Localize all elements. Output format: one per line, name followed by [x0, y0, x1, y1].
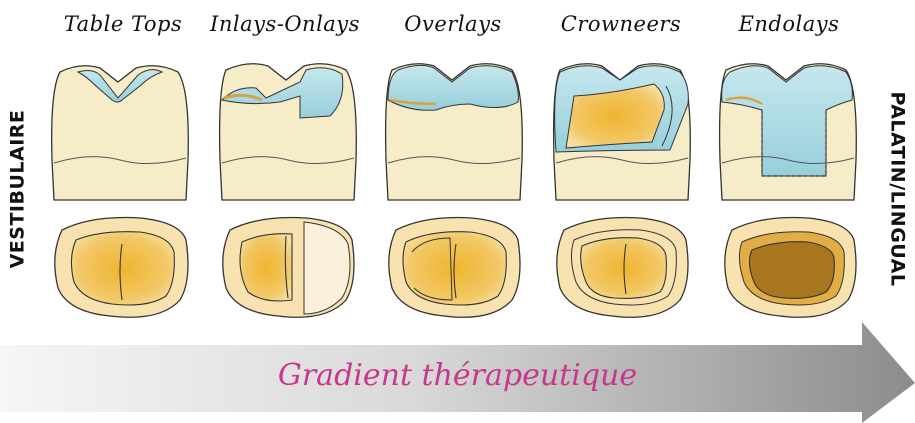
tooth-side-endolays — [720, 64, 857, 200]
tooth-occlusal-endolays — [725, 218, 856, 318]
tooth-side-table-tops — [52, 66, 189, 200]
tooth-occlusal-table-tops — [55, 218, 188, 318]
tooth-occlusal-inlays-onlays — [223, 218, 354, 318]
tooth-side-inlays-onlays — [220, 64, 357, 200]
tooth-occlusal-overlays — [389, 218, 520, 318]
tooth-occlusal-crowneers — [557, 218, 688, 318]
arrow-label: Gradient thérapeutique — [0, 358, 915, 393]
tooth-side-overlays — [386, 64, 523, 200]
vestibulaire-label: VESTIBULAIRE — [6, 110, 28, 269]
tooth-side-crowneers — [554, 64, 691, 200]
palatin-lingual-label: PALATIN/LINGUAL — [886, 92, 908, 287]
